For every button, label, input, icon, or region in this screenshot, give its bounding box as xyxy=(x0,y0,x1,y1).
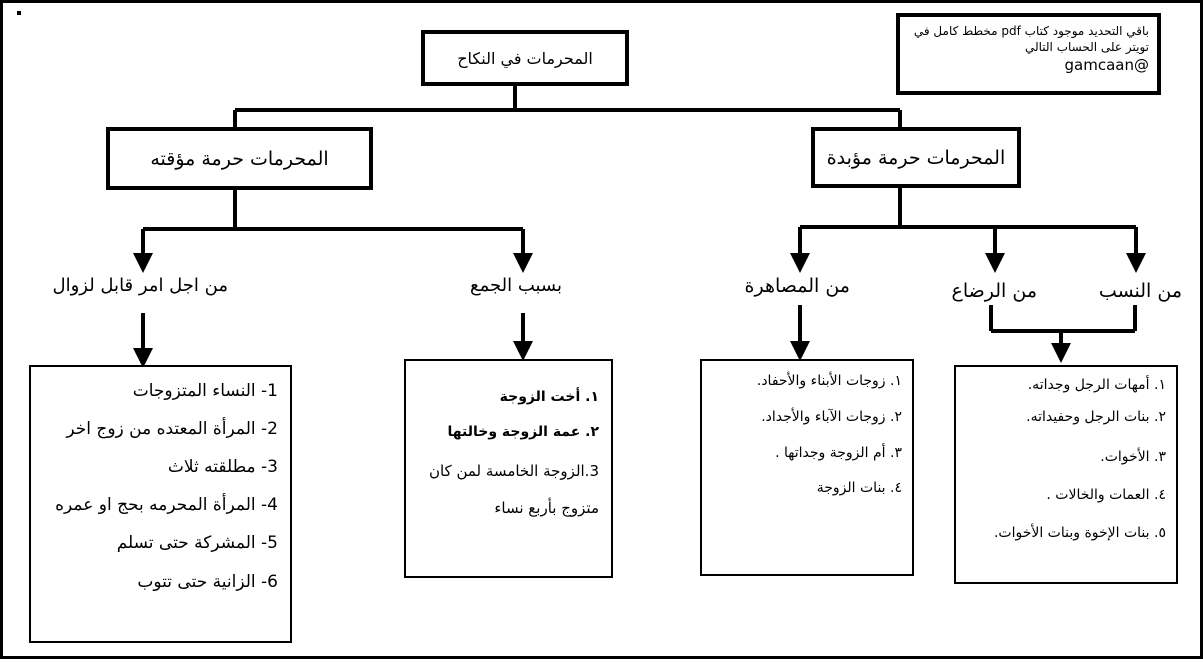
list-item: 6- الزانية حتى تتوب xyxy=(137,572,278,592)
temporary-title: المحرمات حرمة مؤقته xyxy=(150,147,329,170)
until-removal-box: 1- النساء المتزوجات 2- المرأة المعتده من… xyxy=(29,365,292,643)
list-item: 3- مطلقته ثلاث xyxy=(167,457,278,477)
list-item: ٣. الأخوات. xyxy=(1100,449,1166,465)
nursing-label: من الرضاع xyxy=(951,280,1038,302)
permanent-title: المحرمات حرمة مؤبدة xyxy=(826,146,1006,169)
list-item: 1- النساء المتزوجات xyxy=(132,381,278,401)
temporary-box: المحرمات حرمة مؤقته xyxy=(106,127,373,190)
list-item: ٢. زوجات الآباء والأجداد. xyxy=(761,409,902,425)
marriage-label: من المصاهرة xyxy=(744,275,850,297)
marriage-box: ١. زوجات الأبناء والأحفاد. ٢. زوجات الآب… xyxy=(700,359,914,576)
note-box: باقي التحديد موجود كتاب pdf مخطط كامل في… xyxy=(896,13,1161,95)
list-item: ١. زوجات الأبناء والأحفاد. xyxy=(756,373,902,389)
list-item: ١. أمهات الرجل وجداته. xyxy=(1027,377,1166,393)
list-item: ٢. عمة الزوجة وخالتها xyxy=(447,424,600,440)
note-line-1: باقي التحديد موجود كتاب pdf مخطط كامل في xyxy=(913,24,1149,38)
list-item: ٣. أم الزوجة وجداتها . xyxy=(775,445,902,461)
kinship-nursing-box: ١. أمهات الرجل وجداته. ٢. بنات الرجل وحف… xyxy=(954,365,1178,584)
kinship-label: من النسب xyxy=(1098,280,1182,302)
list-item: ٢. بنات الرجل وحفيداته. xyxy=(1026,409,1166,425)
list-item: متزوج بأربع نساء xyxy=(494,499,599,517)
list-item: ١. أخت الزوجة xyxy=(499,389,599,405)
list-item: 2- المرأة المعتده من زوج اخر xyxy=(66,419,278,439)
permanent-box: المحرمات حرمة مؤبدة xyxy=(811,127,1021,188)
list-item: 5- المشركة حتى تسلم xyxy=(116,533,278,553)
combining-box: ١. أخت الزوجة ٢. عمة الزوجة وخالتها 3.ال… xyxy=(404,359,613,578)
list-item: ٤. بنات الزوجة xyxy=(816,480,902,496)
root-box: المحرمات في النكاح xyxy=(421,30,629,86)
list-item: 3.الزوجة الخامسة لمن كان xyxy=(428,462,599,480)
note-line-2: تويتر على الحساب التالي xyxy=(1024,40,1149,54)
list-item: ٤. العمات والخالات . xyxy=(1046,487,1166,503)
list-item: 4- المرأة المحرمه بحج او عمره xyxy=(55,495,278,515)
root-title: المحرمات في النكاح xyxy=(457,48,593,68)
note-line-3: @gamcaan xyxy=(1064,56,1149,74)
until-removal-label: من اجل امر قابل لزوال xyxy=(52,275,228,296)
combining-label: بسبب الجمع xyxy=(470,275,562,296)
corner-dot xyxy=(17,11,21,15)
connector-lines xyxy=(133,86,1146,368)
list-item: ٥. بنات الإخوة وبنات الأخوات. xyxy=(993,525,1166,541)
